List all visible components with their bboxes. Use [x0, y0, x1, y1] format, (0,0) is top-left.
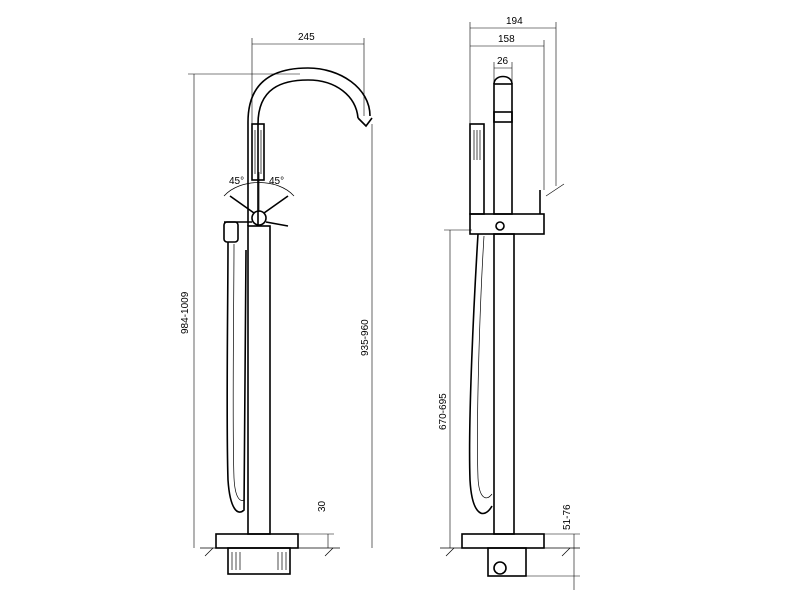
front-handle-arm-right: [263, 195, 289, 214]
front-spout-tip: [357, 117, 373, 128]
side-spout-pipe: [493, 83, 513, 215]
dim-pipe-diameter-label: 26: [497, 56, 509, 67]
dim-total-depth-label: 194: [506, 16, 523, 27]
side-floor-fitting: [493, 561, 507, 575]
front-hose-outer: [226, 241, 247, 513]
side-hose-outer: [468, 233, 493, 515]
front-handle-hub: [251, 210, 267, 226]
angle-right-label: 45°: [269, 176, 284, 187]
dim-spout-height-label: 935-960: [360, 319, 371, 356]
side-spout-top: [493, 75, 513, 85]
front-main-column: [247, 225, 271, 535]
side-main-column: [493, 233, 515, 535]
side-spout-outlet: [493, 111, 513, 123]
side-hand-shower: [469, 123, 485, 215]
side-hose-inner: [477, 235, 493, 499]
side-floor-hatch: [445, 547, 571, 557]
dim-body-depth-label: 158: [498, 34, 515, 45]
dim-side-base-height-label: 51-76: [562, 504, 573, 530]
front-handle-arm-left: [229, 195, 255, 214]
angle-left-label: 45°: [229, 176, 244, 187]
dim-total-height-label: 984-1009: [180, 291, 191, 334]
dim-handle-height-label: 670-695: [438, 393, 449, 430]
front-base-plate: [215, 533, 299, 549]
side-cross-body: [469, 213, 545, 235]
front-spout-outer: [247, 67, 371, 226]
front-floor-box-hatch: [231, 552, 287, 570]
side-floor-box: [487, 547, 527, 577]
side-cross-hub: [495, 221, 505, 231]
front-spout-inner: [257, 79, 359, 226]
front-handle-arm-right-low: [265, 221, 289, 227]
front-floor-box: [227, 547, 291, 575]
side-base-plate: [461, 533, 545, 549]
side-view: 194 158 26 670-695 51-76: [438, 16, 580, 590]
dim-reach-label: 245: [298, 32, 315, 43]
front-hose-connector: [223, 221, 239, 243]
front-floor-hatch: [204, 547, 334, 557]
front-view: 45° 45° 245 984-1009 935-960 30: [180, 32, 373, 575]
front-hand-shower: [251, 123, 265, 181]
dim-base-height-label: 30: [317, 500, 328, 512]
side-shower-nozzle: [473, 130, 481, 160]
front-hose-inner: [232, 243, 245, 501]
front-shower-nozzle: [254, 130, 262, 174]
